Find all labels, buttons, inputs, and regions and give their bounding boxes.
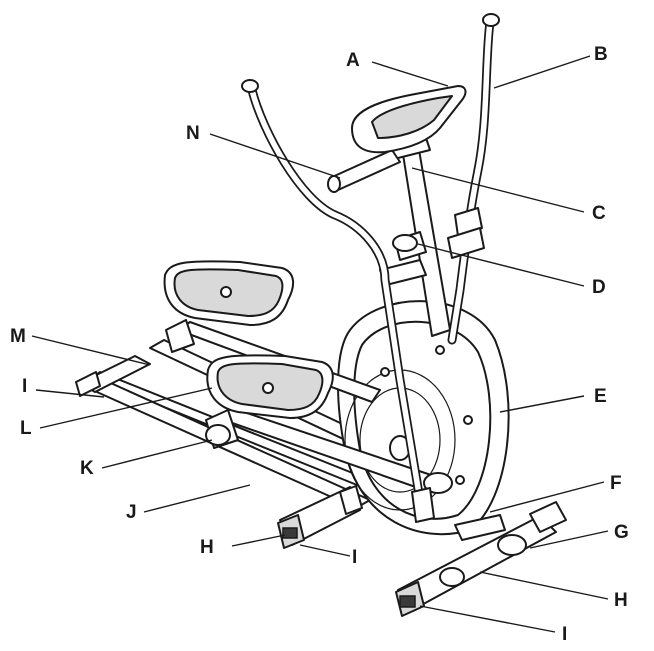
callout-e: E [594, 386, 607, 407]
leader-lines [31, 55, 609, 633]
callout-l: L [20, 418, 32, 439]
callout-c: C [592, 203, 606, 224]
callout-g: G [614, 522, 629, 543]
transport-wheel-icon [497, 534, 527, 556]
right-moving-handle [447, 13, 500, 345]
callout-i-front: I [562, 624, 567, 645]
callout-m: M [10, 326, 26, 347]
callout-a: A [346, 50, 360, 71]
left-moving-handle [241, 79, 435, 523]
pedal-roller-icon [205, 424, 231, 446]
console [351, 85, 467, 154]
rear-pedal [163, 260, 295, 326]
front-stabilizer [395, 501, 567, 617]
callout-h-front: H [614, 590, 628, 611]
callout-n: N [186, 123, 200, 144]
callout-i-left: I [22, 376, 27, 397]
callout-f: F [610, 473, 622, 494]
callout-labels: A B N C D E F G H I H I J K L I M [10, 44, 629, 645]
rear-end-cap-icon [282, 527, 298, 539]
callout-h-rear: H [200, 537, 214, 558]
callout-b: B [594, 44, 608, 65]
callout-j: J [126, 502, 137, 523]
front-end-cap-icon [399, 595, 416, 608]
callout-d: D [592, 277, 606, 298]
front-pedal [206, 354, 334, 419]
callout-k: K [80, 458, 94, 479]
front-pedal-arm [205, 407, 453, 494]
stationary-handlebars [327, 149, 401, 193]
rear-stabilizer [277, 485, 363, 549]
callout-i-rear: I [352, 547, 357, 568]
